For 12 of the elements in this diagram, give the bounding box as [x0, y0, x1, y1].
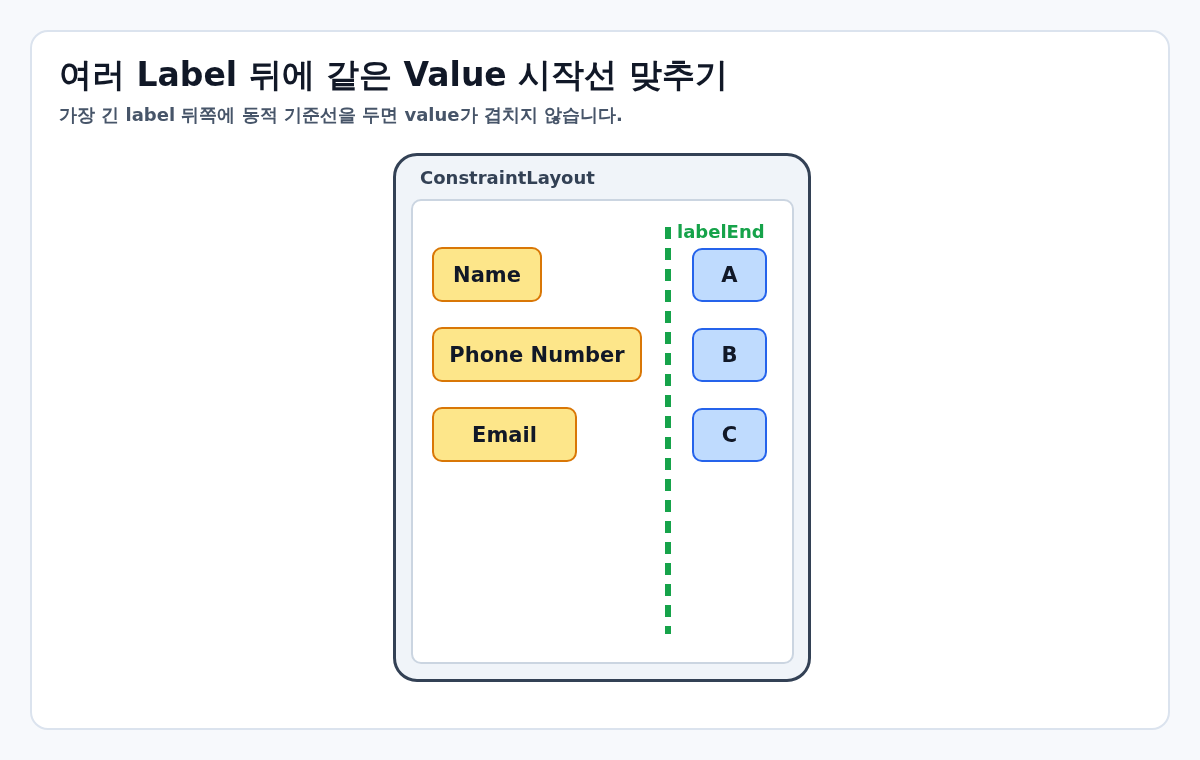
container-title: ConstraintLayout	[420, 167, 595, 189]
page-subtitle: 가장 긴 label 뒤쪽에 동적 기준선을 두면 value가 겹치지 않습니다.	[59, 103, 623, 127]
content-panel	[411, 199, 794, 664]
label-tag: Phone Number	[432, 327, 642, 382]
value-tag: B	[692, 328, 767, 382]
label-tag: Name	[432, 247, 542, 302]
page-title: 여러 Label 뒤에 같은 Value 시작선 맞추기	[59, 55, 728, 95]
layout-container	[393, 153, 811, 682]
label-tag: Email	[432, 407, 577, 462]
value-tag: A	[692, 248, 767, 302]
barrier-label: labelEnd	[677, 222, 765, 242]
value-tag: C	[692, 408, 767, 462]
